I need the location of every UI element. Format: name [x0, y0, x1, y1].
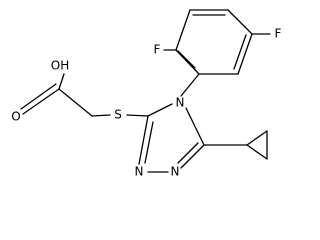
bond-c5-n1-a — [180, 144, 205, 169]
bond-c5-n1-b — [177, 142, 199, 164]
bond-s-c3 — [126, 114, 149, 117]
triazole-n1-label: N — [171, 165, 180, 179]
bond-n4-phenyl — [180, 73, 200, 97]
bond-ring-2 — [175, 9, 191, 51]
bond-cyclopropyl-c — [246, 144, 268, 160]
bond-c-o-double-b — [20, 83, 57, 110]
bond-ring-1-inner — [177, 50, 196, 69]
bond-ring-4 — [227, 9, 253, 35]
bond-c3-n4 — [147, 103, 173, 117]
bond-n2-c3-b — [144, 121, 154, 164]
bond-ring-1 — [175, 49, 200, 75]
bond-n4-c5 — [185, 107, 205, 146]
bond-cyclopropyl-a — [246, 130, 268, 146]
atom-labels: OH O S N N N F F — [11, 27, 281, 179]
fluorine-meta-label: F — [275, 27, 282, 41]
sulfur-label: S — [114, 108, 122, 122]
triazole-n2-label: N — [135, 165, 144, 179]
bond-c-ch2 — [58, 88, 93, 117]
triazole-n4-label: N — [176, 96, 185, 110]
bonds — [20, 9, 271, 173]
molecule-structure: OH O S N N N F F — [11, 9, 282, 179]
bond-ch2-s — [91, 114, 111, 117]
carbonyl-oxygen-label: O — [11, 110, 20, 124]
bond-c-o-double-a — [22, 88, 60, 115]
fluorine-ortho-label: F — [154, 43, 161, 57]
bond-ring-5 — [237, 33, 253, 75]
bond-ring-5-inner — [233, 34, 247, 70]
bond-c-oh — [58, 73, 65, 90]
hydroxyl-label: OH — [51, 59, 69, 73]
bond-n2-c3-a — [138, 115, 149, 165]
